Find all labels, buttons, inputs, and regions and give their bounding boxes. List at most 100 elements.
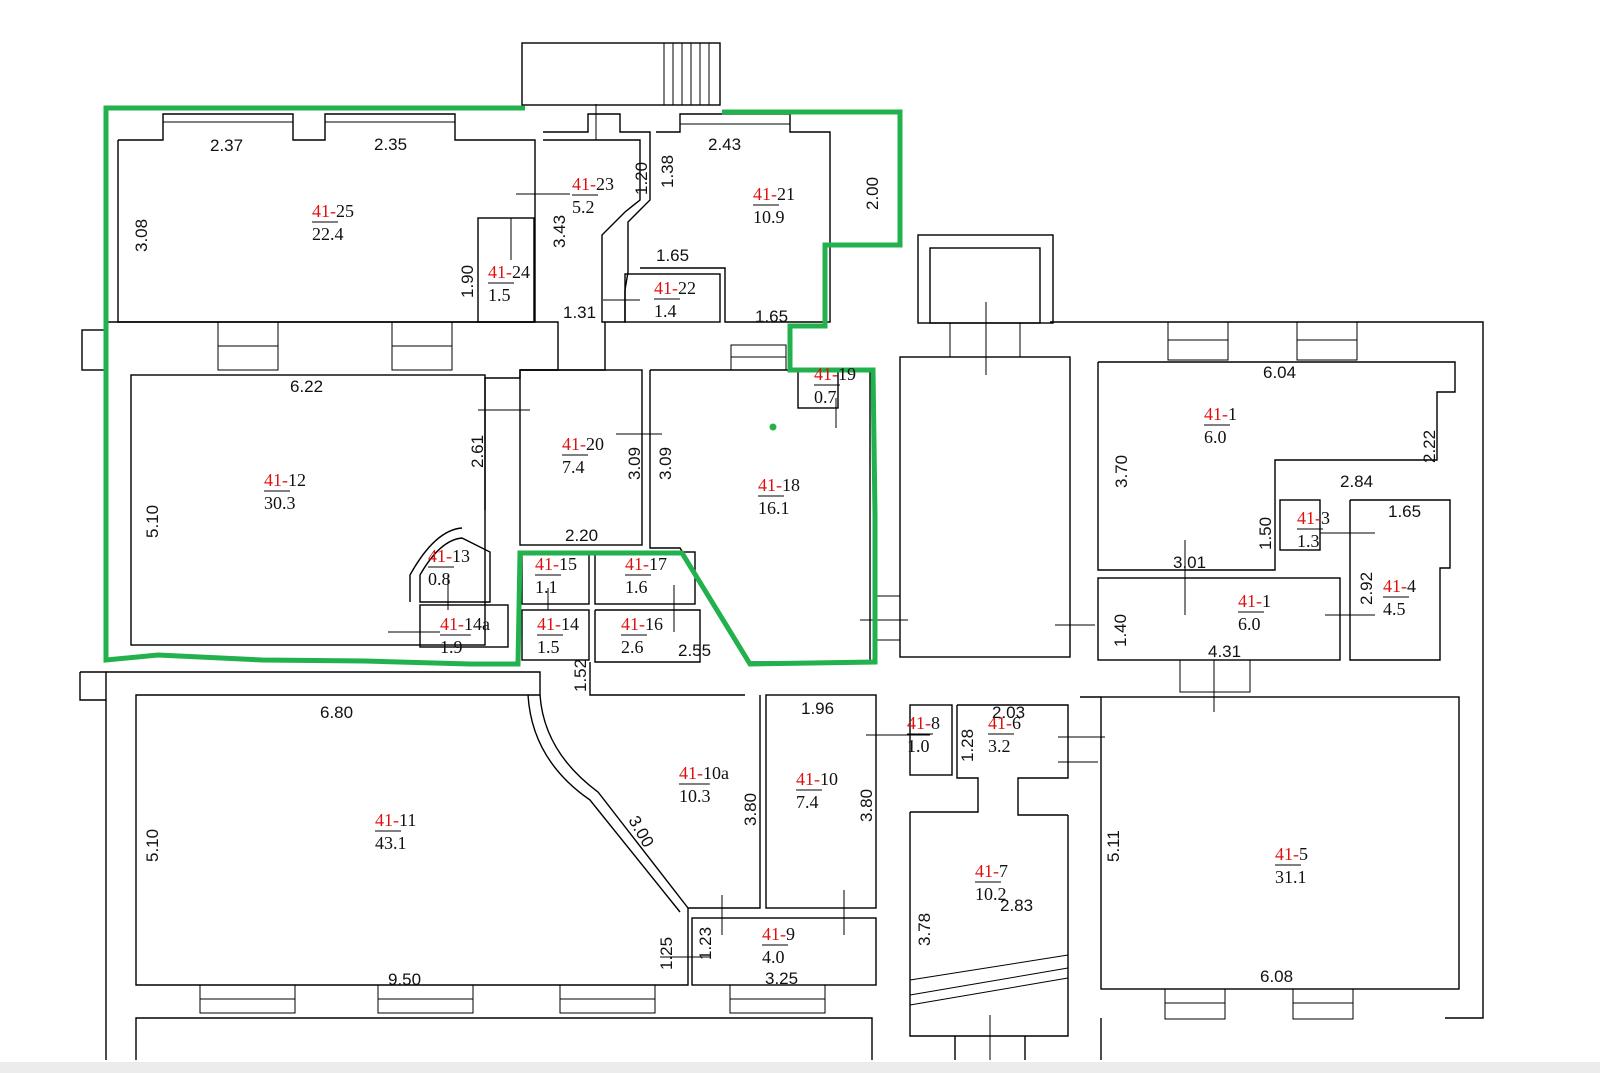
room-area: 7.4 <box>562 457 585 477</box>
room-label: 41-241.5 <box>488 262 530 305</box>
room-label: 41-16.0 <box>1238 591 1271 634</box>
dim-label: 2.84 <box>1340 472 1373 491</box>
room-area: 1.9 <box>440 637 463 657</box>
room-prefix: 41- <box>679 763 703 783</box>
room-id: 41-10a <box>679 763 729 783</box>
room-prefix: 41- <box>428 546 452 566</box>
room-id: 41-23 <box>572 174 614 194</box>
room-id: 41-16 <box>621 614 663 634</box>
room-label: 41-710.2 <box>975 861 1008 904</box>
room-number: 18 <box>782 475 800 495</box>
room-prefix: 41- <box>907 713 931 733</box>
room-id: 41-14 <box>537 614 579 634</box>
room-area: 3.2 <box>988 736 1011 756</box>
room-id: 41-3 <box>1297 508 1330 528</box>
room-number: 14a <box>464 614 490 634</box>
room-label: 41-10a 10.3 <box>679 763 729 806</box>
room-prefix: 41- <box>264 470 288 490</box>
room-label: 41-190.7 <box>814 364 856 407</box>
room-id: 41-8 <box>907 713 940 733</box>
dim-label: 1.65 <box>1388 502 1421 521</box>
room-id: 41-1 <box>1238 591 1271 611</box>
highlight-outline <box>103 105 903 667</box>
room-prefix: 41- <box>975 861 999 881</box>
dim-label: 1.90 <box>458 265 477 298</box>
dim-label: 3.43 <box>550 215 569 248</box>
room-number: 6 <box>1012 713 1021 733</box>
room-number: 3 <box>1321 508 1330 528</box>
dim-label: 1.40 <box>1111 614 1130 647</box>
room-number: 1 <box>1262 591 1271 611</box>
dim-label: 1.96 <box>801 699 834 718</box>
room-id: 41-11 <box>375 810 416 830</box>
dim-label: 1.65 <box>656 246 689 265</box>
dim-label: 1.65 <box>755 307 788 326</box>
room-number: 1 <box>1228 404 1237 424</box>
dim-label: 1.28 <box>958 729 977 762</box>
room-area: 0.8 <box>428 569 451 589</box>
room-prefix: 41- <box>535 554 559 574</box>
room-area: 1.4 <box>654 301 677 321</box>
dim-label: 2.43 <box>708 135 741 154</box>
dim-label: 2.61 <box>468 435 487 468</box>
dim-label: 1.25 <box>657 937 676 970</box>
room-id: 41-10 <box>796 769 838 789</box>
room-label: 41-207.4 <box>562 434 604 477</box>
room-area: 5.2 <box>572 197 595 217</box>
dim-label: 6.80 <box>320 703 353 722</box>
room-id: 41-22 <box>654 278 696 298</box>
room-area: 31.1 <box>1275 867 1307 887</box>
room-prefix: 41- <box>312 201 336 221</box>
room-prefix: 41- <box>1238 591 1262 611</box>
dim-label: 2.83 <box>1000 896 1033 915</box>
dim-label: 2.03 <box>992 703 1025 722</box>
room-label: 41-162.6 <box>621 614 663 657</box>
room-prefix: 41- <box>440 614 464 634</box>
room-prefix: 41- <box>762 924 786 944</box>
dim-label: 1.50 <box>1256 517 1275 550</box>
room-id: 41-17 <box>625 554 667 574</box>
room-number: 4 <box>1407 576 1416 596</box>
dim-label: 2.22 <box>1420 430 1439 463</box>
room-area: 10.3 <box>679 786 711 806</box>
dim-label: 2.37 <box>210 136 243 155</box>
room-label: 41-5 31.1 <box>1275 844 1308 887</box>
room-number: 14 <box>561 614 579 634</box>
room-label: 41-94.0 <box>762 924 795 967</box>
room-prefix: 41- <box>1275 844 1299 864</box>
room-area: 7.4 <box>796 792 819 812</box>
dim-label: 3.70 <box>1112 455 1131 488</box>
room-area: 1.6 <box>625 577 648 597</box>
room-prefix: 41- <box>654 278 678 298</box>
marker-dot <box>769 423 777 431</box>
room-number: 13 <box>452 546 470 566</box>
dim-label: 6.08 <box>1260 967 1293 986</box>
room-prefix: 41- <box>796 769 820 789</box>
room-area: 1.5 <box>537 637 560 657</box>
room-number: 24 <box>512 262 530 282</box>
dim-label: 3.80 <box>741 793 760 826</box>
room-label: 41-23 5.2 <box>572 174 614 217</box>
dim-label: 2.20 <box>565 526 598 545</box>
room-prefix: 41- <box>625 554 649 574</box>
room-id: 41-21 <box>753 184 795 204</box>
dim-label: 1.38 <box>658 155 677 188</box>
room-area: 16.1 <box>758 498 790 518</box>
room-number: 19 <box>838 364 856 384</box>
room-label: 41-63.2 <box>988 713 1021 756</box>
room-number: 5 <box>1299 844 1308 864</box>
room-label: 41-81.0 <box>907 713 940 756</box>
room-prefix: 41- <box>375 810 399 830</box>
room-area: 6.0 <box>1238 614 1261 634</box>
dim-label: 1.31 <box>563 303 596 322</box>
room-id: 41-19 <box>814 364 856 384</box>
room-id: 41-13 <box>428 546 470 566</box>
room-prefix: 41- <box>1204 404 1228 424</box>
